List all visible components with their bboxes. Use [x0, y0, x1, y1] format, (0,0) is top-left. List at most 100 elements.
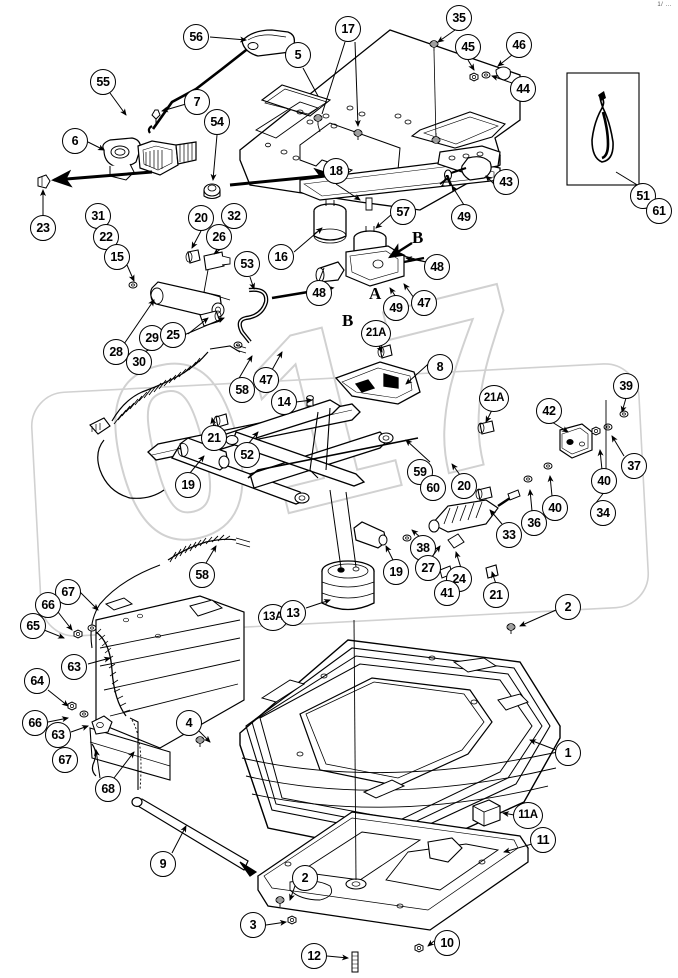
callout-31[interactable]: 31	[85, 203, 111, 229]
callout-11[interactable]: 11	[530, 827, 556, 853]
callout-5[interactable]: 5	[285, 42, 311, 68]
callout-68[interactable]: 68	[95, 776, 121, 802]
callout-20[interactable]: 20	[451, 473, 477, 499]
fittings-20-26-32	[185, 249, 231, 301]
callout-63[interactable]: 63	[61, 654, 87, 680]
callout-56[interactable]: 56	[183, 24, 209, 50]
callout-19[interactable]: 19	[175, 472, 201, 498]
callout-54[interactable]: 54	[204, 109, 230, 135]
callout-63[interactable]: 63	[45, 722, 71, 748]
callout-21[interactable]: 21	[483, 582, 509, 608]
section-letter-A-lower: A	[369, 284, 382, 303]
callout-49[interactable]: 49	[383, 295, 409, 321]
fasteners-34-37-39-40	[523, 400, 629, 483]
callout-6[interactable]: 6	[62, 128, 88, 154]
callout-26[interactable]: 26	[206, 224, 232, 250]
coiled-hose-lower-58	[90, 534, 251, 649]
callout-55[interactable]: 55	[90, 69, 116, 95]
bolts-17	[313, 114, 363, 141]
seat-cushion-frame-1	[239, 639, 561, 857]
callout-42[interactable]: 42	[536, 398, 562, 424]
callout-34[interactable]: 34	[590, 500, 616, 526]
callout-2[interactable]: 2	[555, 594, 581, 620]
callout-1[interactable]: 1	[555, 740, 581, 766]
callout-9[interactable]: 9	[150, 851, 176, 877]
callout-49[interactable]: 49	[451, 204, 477, 230]
section-letter-A-upper: A	[441, 171, 454, 190]
callout-37[interactable]: 37	[621, 453, 647, 479]
callout-52[interactable]: 52	[234, 442, 260, 468]
callout-3[interactable]: 3	[240, 912, 266, 938]
grommet-54	[203, 183, 221, 200]
air-bag-13	[321, 489, 375, 611]
pin-7	[151, 109, 161, 124]
callout-25[interactable]: 25	[160, 322, 186, 348]
callout-40[interactable]: 40	[591, 468, 617, 494]
callout-57[interactable]: 57	[390, 199, 416, 225]
pin-18	[365, 197, 373, 211]
seat-base-plate-11	[257, 619, 529, 931]
callout-16[interactable]: 16	[268, 244, 294, 270]
callout-19[interactable]: 19	[383, 559, 409, 585]
callout-39[interactable]: 39	[613, 373, 639, 399]
callout-58[interactable]: 58	[229, 377, 255, 403]
hose-53	[237, 287, 269, 344]
callout-8[interactable]: 8	[427, 354, 453, 380]
callout-12[interactable]: 12	[301, 943, 327, 969]
callout-53[interactable]: 53	[234, 251, 260, 277]
callout-47[interactable]: 47	[253, 367, 279, 393]
callout-40[interactable]: 40	[542, 495, 568, 521]
callout-14[interactable]: 14	[271, 389, 297, 415]
callout-33[interactable]: 33	[496, 522, 522, 548]
callout-35[interactable]: 35	[446, 5, 472, 31]
callout-2[interactable]: 2	[292, 865, 318, 891]
clip-23	[37, 174, 51, 189]
callout-41[interactable]: 41	[434, 580, 460, 606]
callout-48[interactable]: 48	[306, 280, 332, 306]
callout-28[interactable]: 28	[103, 339, 129, 365]
callout-15[interactable]: 15	[104, 244, 130, 270]
bottom-fasteners	[195, 623, 516, 973]
callout-48[interactable]: 48	[424, 254, 450, 280]
callout-46[interactable]: 46	[506, 32, 532, 58]
callout-67[interactable]: 67	[52, 747, 78, 773]
callout-60[interactable]: 60	[420, 475, 446, 501]
leader-lines	[40, 29, 640, 961]
callout-58[interactable]: 58	[189, 562, 215, 588]
callout-18[interactable]: 18	[323, 158, 349, 184]
control-valve-6	[102, 137, 197, 181]
callout-65[interactable]: 65	[20, 613, 46, 639]
callout-64[interactable]: 64	[24, 668, 50, 694]
callout-7[interactable]: 7	[184, 89, 210, 115]
callout-30[interactable]: 30	[126, 349, 152, 375]
inset-box-strap	[566, 72, 640, 186]
callout-4[interactable]: 4	[176, 710, 202, 736]
damper-33	[428, 489, 521, 549]
callout-47[interactable]: 47	[411, 290, 437, 316]
callout-21A[interactable]: 21A	[361, 319, 391, 347]
callout-45[interactable]: 45	[455, 34, 481, 60]
long-bolt-9	[131, 796, 258, 877]
callout-23[interactable]: 23	[30, 215, 56, 241]
callout-44[interactable]: 44	[510, 76, 536, 102]
callout-66[interactable]: 66	[22, 710, 48, 736]
callout-11A[interactable]: 11A	[513, 801, 543, 829]
corner-mark: 1/ ...	[657, 2, 672, 8]
callout-21A[interactable]: 21A	[479, 384, 509, 412]
section-letter-B-upper: B	[412, 228, 424, 247]
callout-10[interactable]: 10	[434, 930, 460, 956]
callout-43[interactable]: 43	[493, 169, 519, 195]
callout-17[interactable]: 17	[335, 16, 361, 42]
callout-36[interactable]: 36	[521, 510, 547, 536]
console-fittings	[67, 624, 113, 777]
callout-21[interactable]: 21	[201, 425, 227, 451]
callout-13[interactable]: 13	[280, 600, 306, 626]
callout-27[interactable]: 27	[415, 555, 441, 581]
coiled-hose-upper-58	[89, 344, 247, 499]
callout-61[interactable]: 61	[646, 198, 672, 224]
valve-43	[439, 156, 492, 185]
shock-19-upper	[177, 437, 230, 471]
block-11A	[472, 799, 501, 827]
